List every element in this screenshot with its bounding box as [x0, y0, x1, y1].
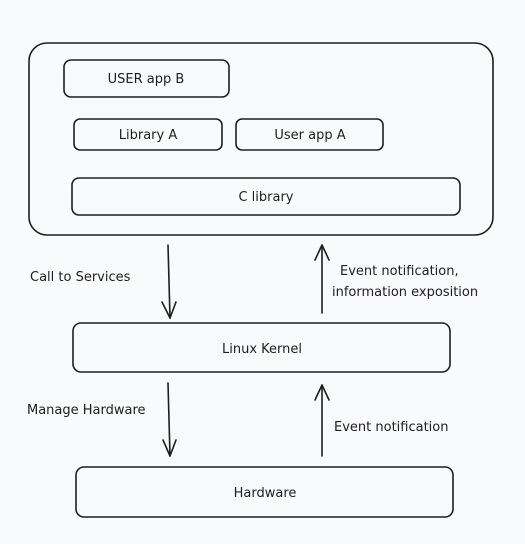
- event-notification-up-arrow-1: [314, 244, 330, 314]
- manage-hardware-label: Manage Hardware: [27, 403, 146, 418]
- user-app-b-label: USER app B: [108, 72, 185, 87]
- user-app-b-box: [63, 59, 230, 98]
- user-app-a-box: [235, 118, 384, 151]
- event-notification-label: Event notification: [334, 420, 448, 435]
- call-to-services-arrow: [161, 244, 177, 319]
- hardware-box: [75, 466, 454, 518]
- user-app-a-label: User app A: [274, 128, 345, 143]
- c-library-box: [71, 177, 461, 216]
- c-library-label: C library: [238, 190, 293, 205]
- event-notification-up-arrow-2: [314, 384, 330, 457]
- call-to-services-label: Call to Services: [30, 270, 131, 285]
- linux-kernel-label: Linux Kernel: [222, 342, 302, 357]
- hardware-label: Hardware: [234, 486, 297, 501]
- linux-kernel-box: [72, 322, 451, 373]
- event-notification-info-label-line1: Event notification,: [340, 264, 459, 279]
- manage-hardware-arrow: [162, 382, 177, 457]
- library-a-box: [73, 118, 223, 151]
- library-a-label: Library A: [119, 128, 178, 143]
- event-notification-info-label-line2: information exposition: [332, 285, 478, 300]
